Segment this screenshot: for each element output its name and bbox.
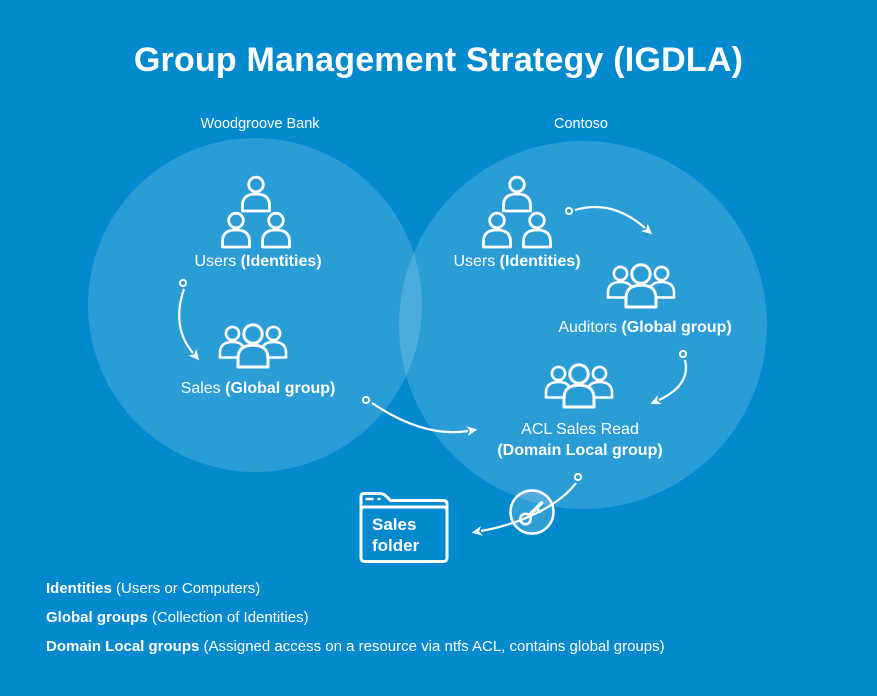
folder-label-line2: folder — [372, 536, 420, 555]
legend-term: Domain Local groups — [46, 638, 200, 655]
venn-circle-contoso — [399, 141, 767, 509]
node-qualifier: (Identities) — [499, 253, 581, 270]
folder-tab — [359, 492, 449, 509]
arrow-sales-to-acl — [371, 402, 478, 437]
acl-group-label: ACL Sales Read (Domain Local group) — [497, 419, 662, 461]
auditors-group-label: Auditors (Global group) — [558, 319, 731, 337]
diagram-title: Group Management Strategy (IGDLA) — [133, 41, 744, 79]
arrow-origin-dot — [573, 472, 583, 482]
legend: Identities (Users or Computers) Global g… — [46, 574, 665, 661]
arrow-origin-dot — [564, 206, 574, 216]
domain-label-contoso: Contoso — [553, 116, 609, 132]
node-name: Auditors — [558, 319, 618, 336]
legend-row-identities: Identities (Users or Computers) — [46, 574, 665, 603]
contoso-users-label: Users (Identities) — [453, 253, 580, 271]
legend-description: (Users or Computers) — [116, 580, 261, 597]
arrow-origin-dot — [678, 349, 688, 359]
folder-label-line1: Sales — [372, 515, 417, 534]
domain-label-woodgroove: Woodgroove Bank — [200, 116, 320, 132]
woodgroove-users-label: Users (Identities) — [194, 253, 321, 271]
node-name: Users — [194, 253, 237, 270]
node-qualifier: (Identities) — [240, 253, 322, 270]
legend-term: Global groups — [46, 609, 148, 626]
legend-row-domain-local-groups: Domain Local groups (Assigned access on … — [46, 632, 665, 661]
legend-description: (Assigned access on a resource via ntfs … — [203, 638, 665, 655]
legend-term: Identities — [46, 580, 112, 597]
venn-circle-woodgroove — [88, 138, 422, 472]
sales-folder-label: Sales folder — [372, 514, 419, 556]
arrows — [178, 205, 688, 536]
node-qualifier: (Global group) — [225, 380, 336, 397]
arrow-origin-dot — [178, 278, 188, 288]
node-name: Sales — [180, 380, 221, 397]
node-name: ACL Sales Read — [521, 421, 639, 438]
legend-description: (Collection of Identities) — [151, 609, 309, 626]
arrow-origin-dot — [361, 395, 371, 405]
sales-group-label: Sales (Global group) — [181, 380, 336, 398]
legend-row-global-groups: Global groups (Collection of Identities) — [46, 603, 665, 632]
arrow-users-to-sales — [178, 288, 200, 361]
node-qualifier: (Domain Local group) — [497, 442, 663, 459]
node-name: Users — [453, 253, 496, 270]
node-qualifier: (Global group) — [621, 319, 732, 336]
key-icon — [509, 489, 555, 535]
arrow-users-to-auditors — [574, 205, 653, 235]
arrow-auditors-to-acl — [650, 359, 688, 405]
folder-icon — [359, 492, 449, 563]
folder-body — [359, 505, 449, 563]
